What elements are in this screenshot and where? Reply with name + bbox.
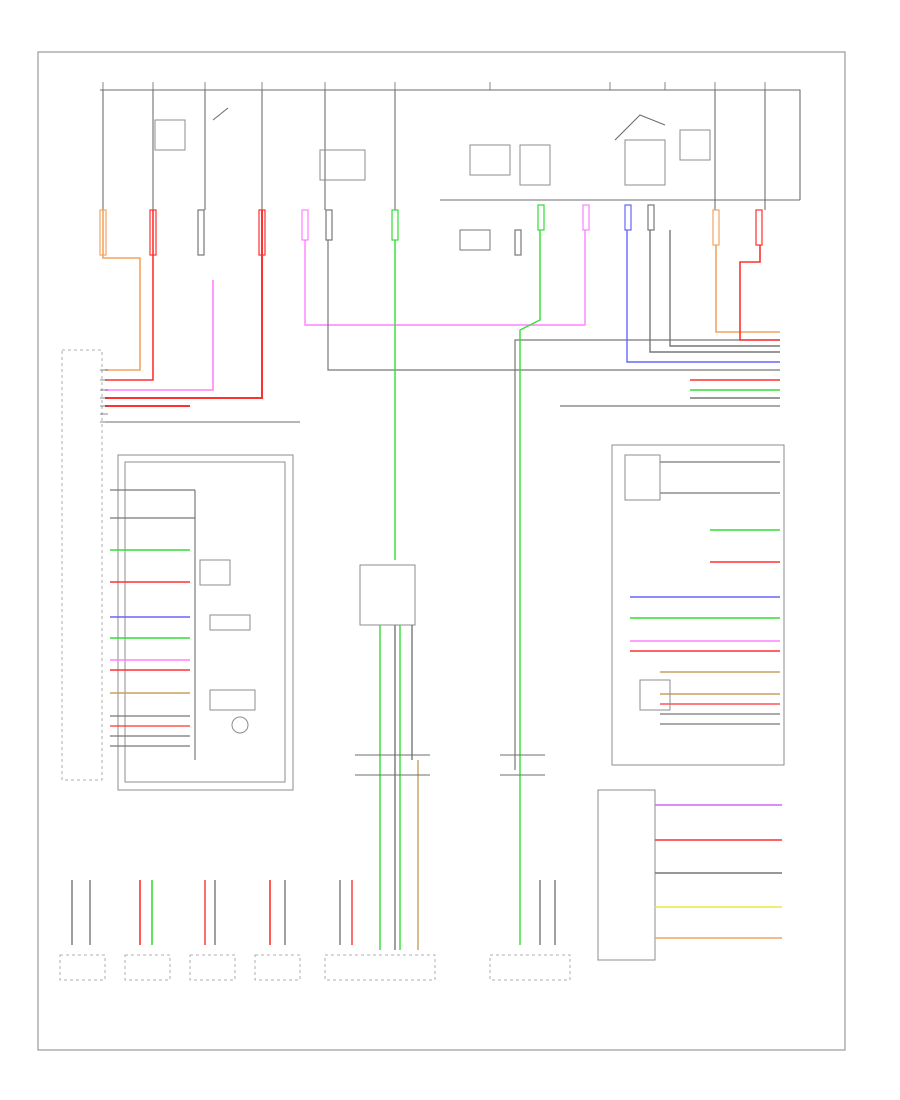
left-sensor-inner-box	[124, 461, 286, 783]
bottom-connectors	[59, 954, 571, 981]
gray-crossover	[327, 240, 780, 371]
right-sensor-box-a	[624, 454, 661, 501]
top-bus	[100, 89, 801, 200]
diagram-frame	[37, 51, 846, 1051]
lower-right-wires	[655, 804, 782, 939]
left-harness-wires	[102, 210, 263, 407]
right-sensor-box-b	[639, 679, 671, 711]
top-terminals	[102, 82, 766, 90]
green-right-wire	[519, 230, 541, 945]
right-sensor-outer-box	[611, 444, 785, 766]
center-relay-wires	[379, 625, 419, 950]
bottom-connector-wires	[71, 880, 556, 945]
top-relays	[154, 107, 711, 186]
left-module-box	[61, 349, 103, 781]
right-sensor-wires	[630, 461, 780, 725]
left-sensor-wires	[110, 489, 195, 747]
left-sensor-internals	[194, 490, 256, 760]
left-module-pins	[100, 369, 108, 423]
pink-crossover	[304, 230, 586, 326]
lower-right-switch-box	[597, 789, 656, 961]
right-harness-wires	[560, 230, 780, 407]
center-relay	[359, 564, 416, 626]
left-sensor-outer-box	[117, 454, 294, 791]
top-connectors	[99, 204, 763, 256]
gray-return	[514, 339, 780, 770]
top-feeds	[102, 90, 766, 210]
